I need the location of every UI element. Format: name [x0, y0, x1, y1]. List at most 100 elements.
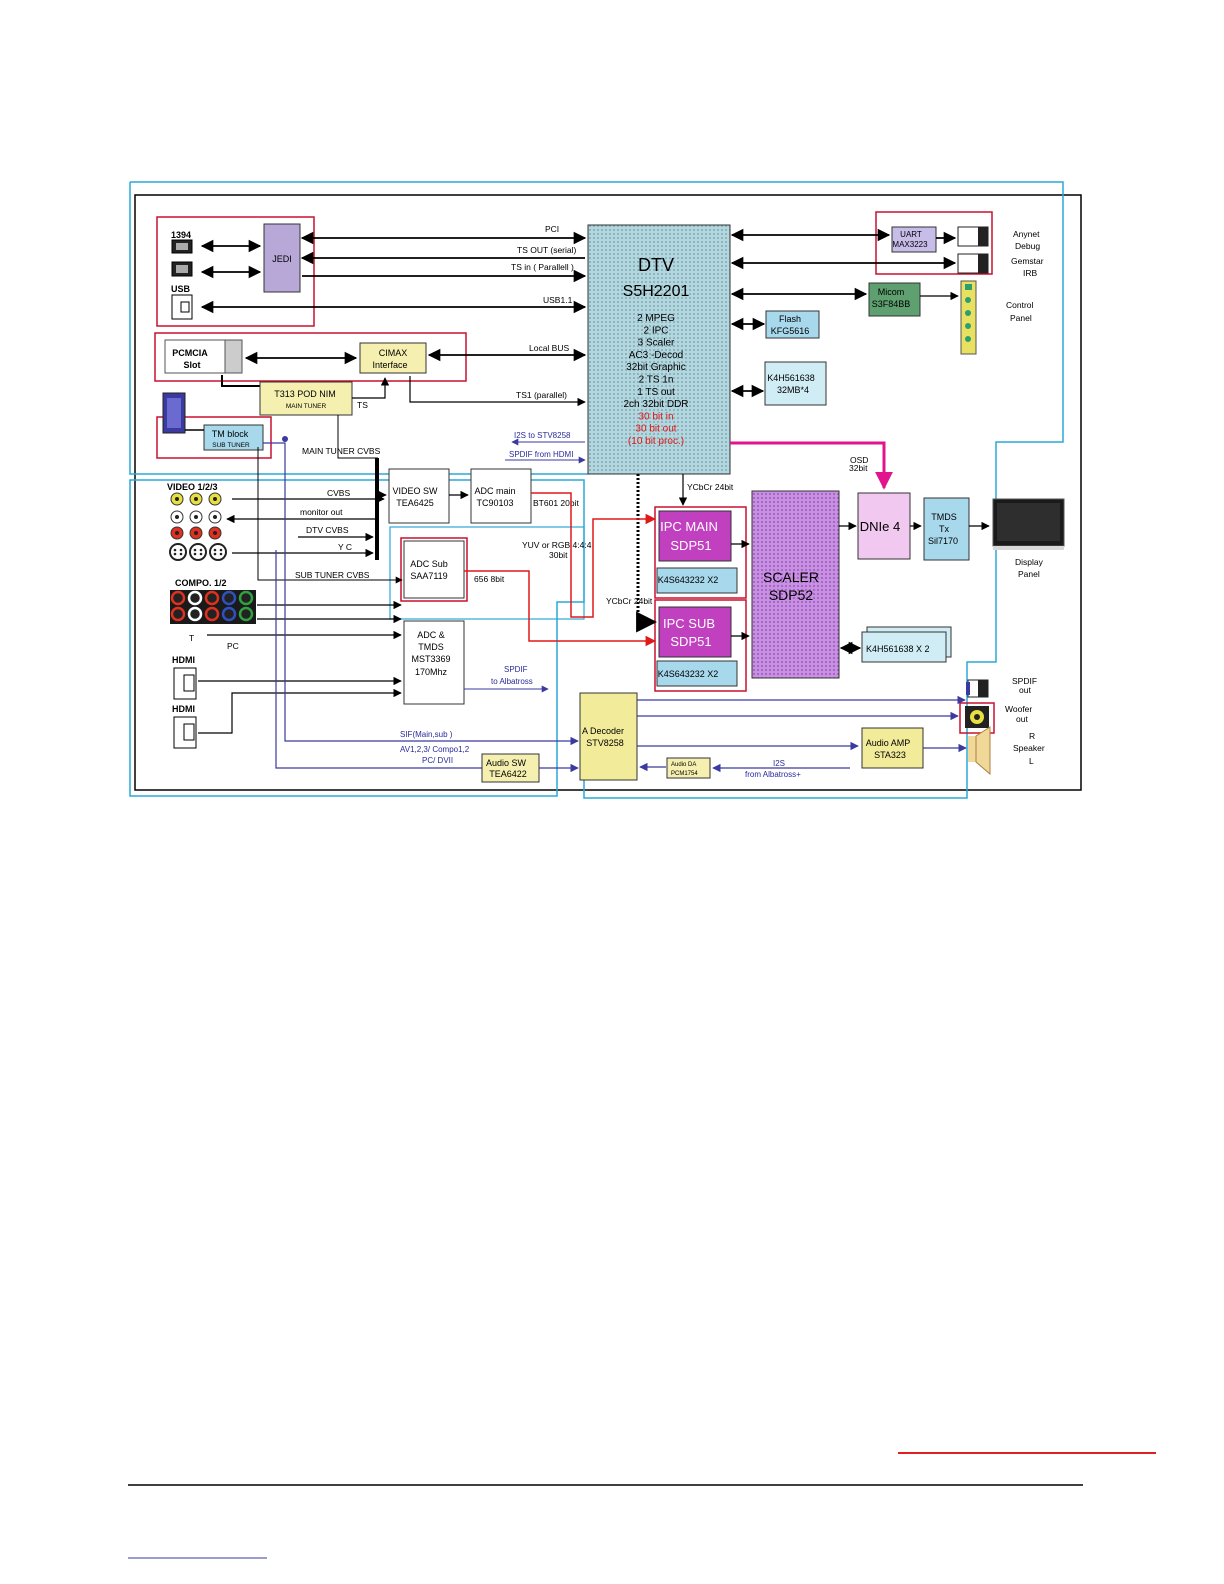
tm-block-chip [203, 424, 264, 451]
tmds-tx-chip [923, 497, 970, 561]
svideo-pin [219, 548, 223, 552]
signal-main-tuner-cvbs: MAIN TUNER CVBS [302, 446, 381, 456]
svideo-jack [169, 543, 187, 561]
ipcmain-label-2: SDP51 [670, 538, 711, 553]
svideo-pin [213, 548, 217, 552]
ipcsub-chip [658, 606, 732, 658]
dtv-title: DTV [638, 255, 674, 275]
irb-label: IRB [1023, 268, 1038, 278]
adctmds-chip [403, 620, 465, 705]
cyan-frame-adcsub [389, 526, 585, 620]
svideo-pin [199, 552, 203, 556]
tm-label-2: SUB TUNER [212, 442, 250, 449]
ipcsub-label-1: IPC SUB [663, 616, 715, 631]
signal-usb11: USB1.1 [543, 295, 573, 305]
signal-i2s-stv: I2S to STV8258 [514, 431, 571, 440]
speaker-icon [968, 726, 991, 776]
gemstar-label: Gemstar [1011, 256, 1044, 266]
signal-ycbcr-sub: YCbCr 24bit [606, 596, 653, 606]
tmds-label-2: Tx [939, 524, 949, 534]
dtv-feature: 2 IPC [643, 325, 668, 336]
compo-label: COMPO. 1/2 [175, 578, 227, 588]
k4s-sub-label: K4S643232 X2 [658, 669, 719, 679]
cimax-chip [359, 342, 427, 374]
svideo-pin [213, 552, 217, 556]
scaler-chip [751, 490, 840, 679]
dtv-part: S5H2201 [623, 283, 690, 300]
signal-ts: TS [357, 400, 368, 410]
control-panel-icon [960, 280, 977, 355]
hdmi2-label: HDMI [172, 704, 195, 714]
svideo-jack [189, 543, 207, 561]
tm-label-1: TM block [212, 429, 249, 439]
k4h-scaler-chip [861, 626, 952, 663]
wire-av [275, 550, 579, 773]
ieee1394-port-icon [171, 239, 193, 277]
dtv-feature: 32bit Graphic [626, 362, 685, 373]
rca-jack-center [213, 515, 217, 519]
component-jack [238, 606, 254, 622]
cyan-frame-inputs [129, 479, 585, 797]
rca-jack-center [194, 515, 198, 519]
audioda-chip [666, 757, 711, 779]
adcmain-label-2: TC90103 [476, 498, 513, 508]
component-jack [204, 590, 220, 606]
signal-av-1: AV1,2,3/ Compo1,2 [400, 745, 470, 754]
hdmi1-port-icon [173, 667, 197, 700]
signal-spdif-alb-2: to Albatross [491, 677, 533, 686]
signal-spdif-alb-1: SPDIF [504, 665, 528, 674]
speaker-label-2: Speaker [1013, 743, 1045, 753]
pod-label-1: T313 POD NIM [274, 389, 336, 399]
adcmain-label-1: ADC main [474, 486, 515, 496]
signal-cvbs: CVBS [327, 488, 350, 498]
speaker-label-3: L [1029, 756, 1034, 766]
signal-sif: SIF(Main,sub ) [400, 730, 453, 739]
signal-yuv-2: 30bit [549, 550, 568, 560]
component-jack [170, 590, 186, 606]
control-panel-button [965, 323, 971, 329]
signal-localbus: Local BUS [529, 343, 569, 353]
signal-ts1: TS1 (parallel) [516, 390, 567, 400]
woofer-label-1: Woofer [1005, 704, 1032, 714]
cimax-label-1: CIMAX [379, 348, 408, 358]
video-bus-bar [375, 458, 379, 560]
outer-frame [134, 194, 1082, 791]
signal-ts-out: TS OUT (serial) [517, 245, 577, 255]
k4s-main-label: K4S643232 X2 [658, 575, 719, 585]
junction-dot [282, 436, 288, 442]
k4h-dtv-chip [764, 361, 827, 406]
control-label-2: Panel [1010, 313, 1032, 323]
component-jack [187, 606, 203, 622]
signal-bt601: BT601 20bit [533, 498, 579, 508]
k4h-dtv-label-2: 32MB*4 [777, 385, 809, 395]
speaker-label-1: R [1029, 731, 1035, 741]
adecoder-chip [579, 692, 638, 781]
control-panel-button [965, 336, 971, 342]
red-group-woofer [959, 702, 995, 734]
k4s-main-chip [656, 567, 738, 594]
audiosw-label-1: Audio SW [486, 758, 527, 768]
pcmcia-label-2: Slot [184, 360, 201, 370]
videosw-label-2: TEA6425 [396, 498, 434, 508]
hdmi1-label: HDMI [172, 655, 195, 665]
wire-sif [263, 442, 579, 746]
svideo-pin [179, 548, 183, 552]
signal-ts-in: TS in ( Parallell ) [511, 262, 574, 272]
adctmds-label-3: MST3369 [411, 654, 450, 664]
adecoder-label-2: STV8258 [586, 738, 624, 748]
wire-sub-tuner-cvbs [257, 447, 403, 584]
red-group-uart [875, 211, 993, 275]
dtv-feature-highlight: (10 bit proc.) [628, 436, 684, 447]
spdif-out-label-1: SPDIF [1012, 676, 1037, 686]
adctmds-label-2: TMDS [418, 642, 444, 652]
flash-chip [765, 310, 820, 339]
dtv-chip [587, 224, 731, 475]
flash-label-2: KFG5616 [771, 326, 810, 336]
wire-pcmcia-pod [221, 375, 267, 387]
component-jack [221, 606, 237, 622]
scaler-label-2: SDP52 [769, 587, 814, 603]
adcmain-chip [470, 468, 532, 524]
red-group-ipcmain [654, 506, 747, 599]
svideo-pin [199, 548, 203, 552]
